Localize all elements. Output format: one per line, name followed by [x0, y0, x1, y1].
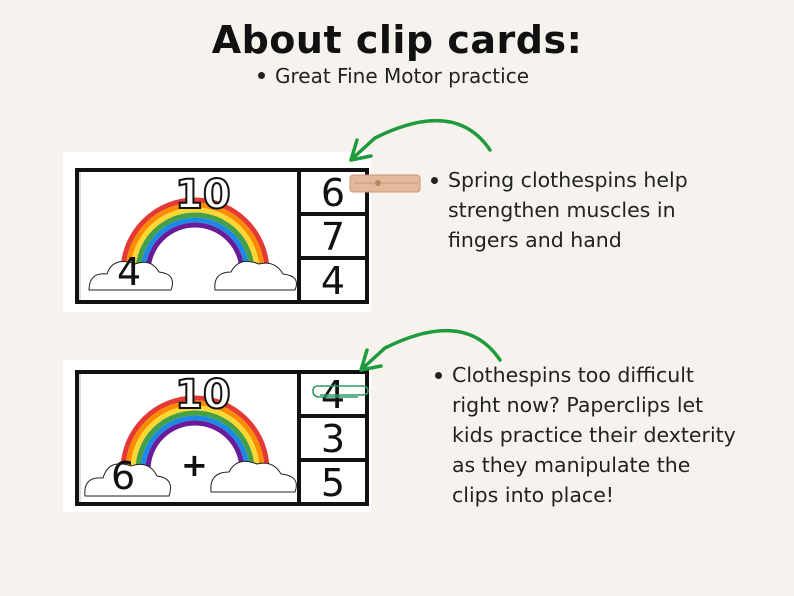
subtitle-bullet: Great Fine Motor practice: [258, 64, 529, 88]
card1-bullet: Spring clothespins help strengthen muscl…: [431, 165, 738, 255]
card2-top-number: 10: [174, 371, 232, 419]
clothespin-icon: [349, 174, 421, 193]
card1-bullet-text: Spring clothespins help strengthen muscl…: [448, 168, 688, 252]
bullet-dot: [258, 72, 265, 79]
bullet-dot: [435, 372, 442, 379]
answer-box[interactable]: 6: [301, 172, 365, 216]
arrow-icon: [349, 118, 492, 162]
answer-box[interactable]: 3: [301, 418, 365, 462]
card1-top-number: 10: [174, 171, 232, 219]
card1-left-number: 4: [117, 250, 142, 294]
plus-sign: +: [181, 446, 208, 484]
answer-box[interactable]: 5: [320, 461, 346, 505]
bullet-dot: [431, 177, 438, 184]
arrow-icon: [359, 328, 502, 372]
paperclip-icon: [312, 385, 369, 398]
page-title: About clip cards:: [211, 18, 583, 62]
rainbow-icon: [79, 374, 297, 502]
cloud-icon: [88, 260, 297, 291]
answer-box[interactable]: 7: [301, 216, 365, 260]
rainbow-icon: [79, 172, 297, 300]
card2-bullet-text: Clothespins too difficult right now? Pap…: [452, 363, 736, 507]
clip-card-1-frame: 10 4 6 7 4: [63, 152, 371, 312]
card2-bullet: Clothespins too difficult right now? Pap…: [435, 360, 742, 510]
answer-box[interactable]: 4: [320, 259, 346, 303]
subtitle-text: Great Fine Motor practice: [275, 64, 530, 88]
cloud-icon: [84, 460, 297, 497]
card2-answer-column: 4 3 5: [297, 370, 369, 506]
clip-card-2: 10 6 + 4 3 5: [75, 370, 369, 506]
clip-card-1: 10 4 6 7 4: [75, 168, 369, 304]
card2-left-number: 6: [111, 454, 136, 498]
